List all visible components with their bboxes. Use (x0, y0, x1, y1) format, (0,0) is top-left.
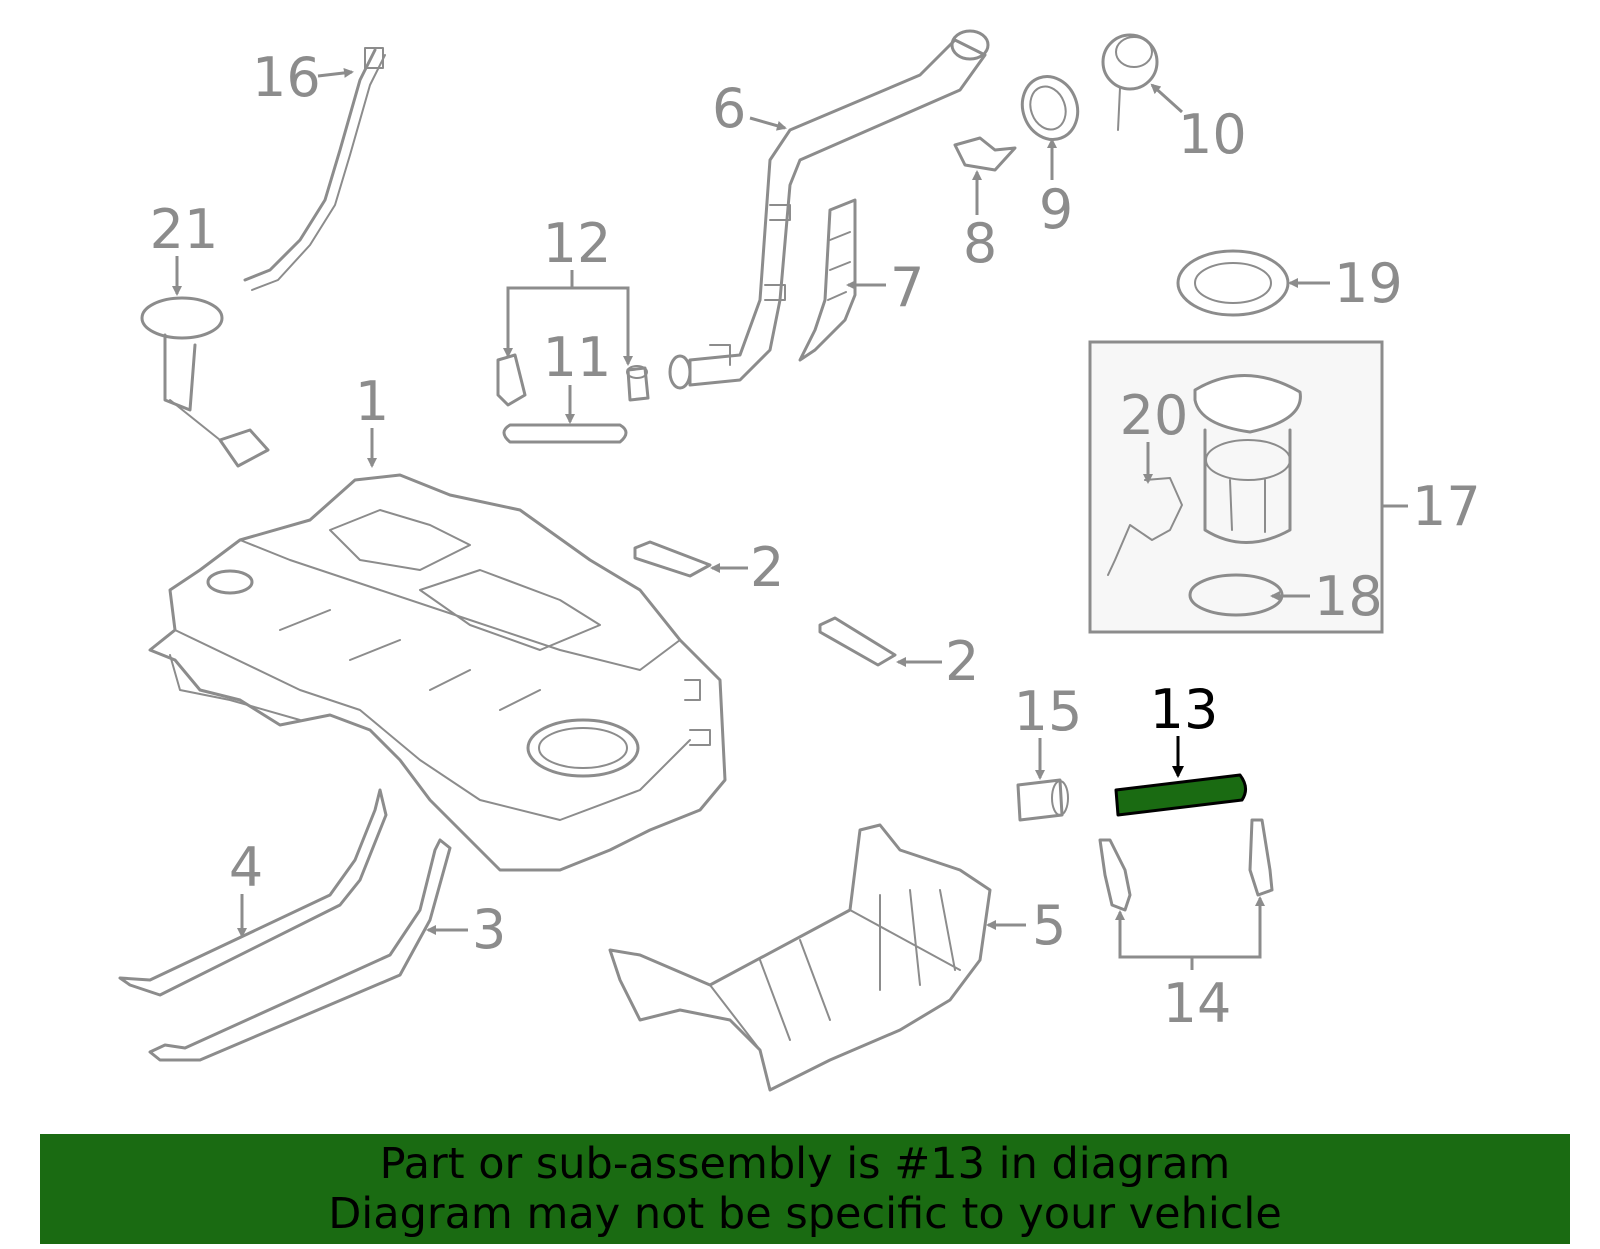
svg-text:13: 13 (1150, 678, 1219, 741)
info-banner: Part or sub-assembly is #13 in diagram D… (40, 1134, 1570, 1244)
svg-text:14: 14 (1163, 972, 1232, 1035)
callout-4: 4 (229, 836, 263, 938)
svg-text:9: 9 (1039, 178, 1073, 241)
svg-text:17: 17 (1412, 475, 1481, 538)
callout-3: 3 (426, 898, 506, 961)
callout-2-upper: 2 (710, 536, 784, 599)
callout-17: 17 (1382, 475, 1481, 538)
vent-hose (502, 423, 628, 444)
filler-neck (668, 29, 990, 390)
svg-text:2: 2 (945, 630, 979, 693)
fuel-tank (148, 473, 727, 872)
filler-bracket (798, 198, 857, 362)
tank-pad-upper (633, 540, 712, 578)
heat-shield (608, 823, 992, 1092)
clamp-left-14 (1098, 838, 1132, 912)
callout-14: 14 (1115, 896, 1265, 1035)
callout-8: 8 (963, 170, 997, 275)
gasket-19 (1176, 249, 1290, 317)
clamp-right-14 (1248, 818, 1274, 897)
callout-20: 20 (1120, 384, 1189, 484)
banner-line-2: Diagram may not be specific to your vehi… (328, 1189, 1282, 1239)
banner-line-1: Part or sub-assembly is #13 in diagram (379, 1139, 1231, 1189)
callout-11: 11 (543, 326, 612, 424)
callout-15: 15 (1014, 680, 1083, 780)
callout-13-highlighted: 13 (1150, 678, 1219, 778)
svg-text:7: 7 (890, 256, 924, 319)
callout-2-lower: 2 (896, 630, 979, 693)
svg-text:6: 6 (712, 77, 746, 140)
svg-text:15: 15 (1014, 680, 1083, 743)
callout-9: 9 (1039, 138, 1073, 241)
housing-seal (953, 136, 1017, 172)
callout-7: 7 (846, 256, 924, 319)
hose-clamp-right (626, 365, 650, 402)
callout-10: 10 (1150, 83, 1247, 166)
tank-strap-front (118, 788, 388, 997)
svg-text:19: 19 (1334, 252, 1403, 315)
parts-diagram: 1 2 2 3 4 5 6 7 8 9 10 11 (118, 29, 1481, 1092)
callout-12: 12 (503, 212, 633, 366)
fuel-pump-assembly-box (1088, 340, 1384, 634)
hose-clamp-left (496, 353, 527, 407)
svg-text:12: 12 (543, 212, 612, 275)
tank-pad-lower (818, 616, 897, 667)
svg-text:5: 5 (1032, 894, 1066, 957)
svg-text:21: 21 (150, 198, 219, 261)
svg-text:4: 4 (229, 836, 263, 899)
svg-text:11: 11 (543, 326, 612, 389)
svg-text:8: 8 (963, 212, 997, 275)
filler-housing (1020, 75, 1080, 141)
tank-strap-rear (148, 838, 452, 1062)
svg-text:10: 10 (1178, 103, 1247, 166)
part-15-connector (1016, 778, 1069, 822)
fuel-cap (1101, 33, 1159, 131)
svg-text:16: 16 (252, 46, 321, 109)
svg-text:3: 3 (472, 898, 506, 961)
svg-text:1: 1 (355, 370, 389, 433)
svg-text:20: 20 (1120, 384, 1189, 447)
callout-18: 18 (1270, 565, 1383, 628)
svg-text:18: 18 (1314, 565, 1383, 628)
callout-5: 5 (986, 894, 1066, 957)
callout-16: 16 (252, 46, 354, 109)
callout-19: 19 (1288, 252, 1403, 315)
svg-text:2: 2 (750, 536, 784, 599)
callout-21: 21 (150, 198, 219, 296)
callout-6: 6 (712, 77, 787, 140)
callout-1: 1 (355, 370, 389, 468)
highlighted-part-13 (1114, 773, 1247, 817)
fuel-sender-21 (140, 296, 270, 468)
fuel-line-16 (243, 47, 386, 291)
